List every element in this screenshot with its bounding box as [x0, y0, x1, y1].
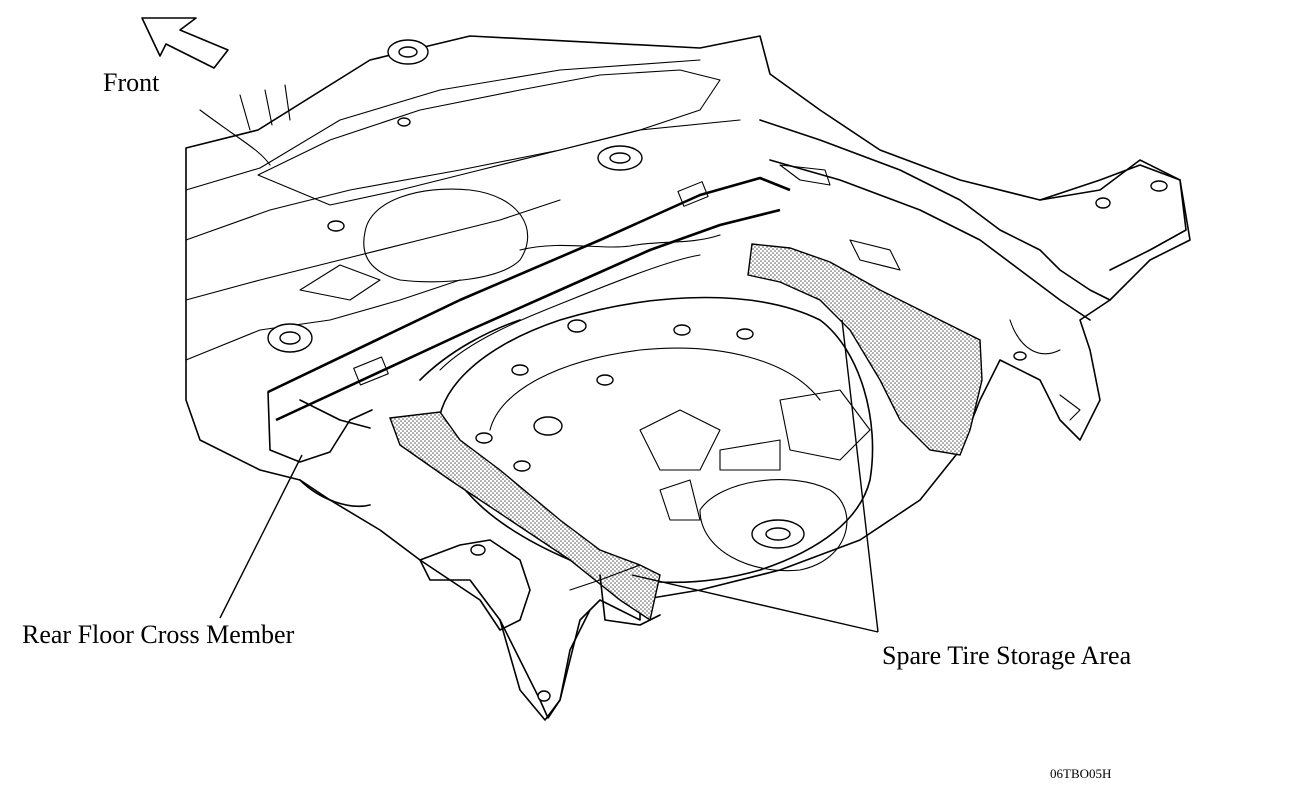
- right-side-rail: [759, 119, 1187, 421]
- floor-pan-outline: [185, 35, 1191, 721]
- figure-code-label: 06TBO05H: [1050, 766, 1112, 781]
- spare-tire-storage-area-label: Spare Tire Storage Area: [882, 641, 1132, 670]
- leader-line-rear-floor-cross-member: [219, 454, 303, 619]
- spare-tire-storage-shaded-area: [389, 243, 983, 622]
- leader-line-spare-tire-1: [841, 319, 879, 633]
- leader-line-spare-tire-2: [631, 574, 879, 633]
- spare-tire-well: [437, 296, 874, 584]
- cross-member-structure: [267, 176, 791, 463]
- front-floor-panel: [199, 39, 721, 353]
- front-label: Front: [103, 68, 160, 97]
- left-bottom-bracket: [299, 479, 661, 719]
- rear-floor-cross-member-label: Rear Floor Cross Member: [22, 620, 295, 649]
- front-arrow-icon: [141, 17, 229, 69]
- leader-lines: [219, 319, 879, 633]
